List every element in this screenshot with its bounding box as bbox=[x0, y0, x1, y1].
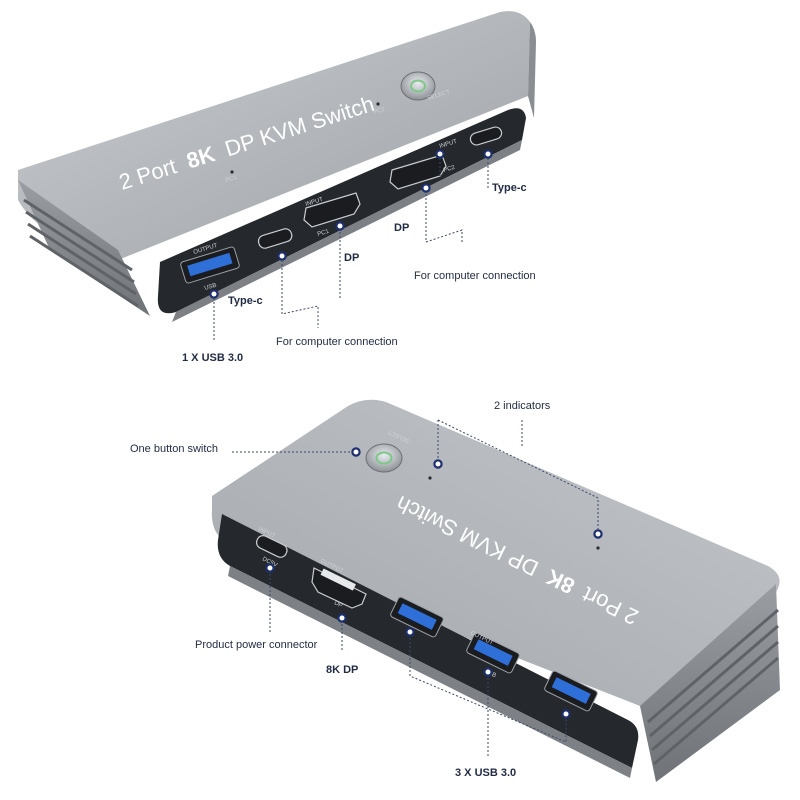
label-dp-left: DP bbox=[344, 252, 359, 264]
top-pc1-typec-port bbox=[257, 228, 293, 249]
top-pc1-input-tag: INPUT bbox=[305, 197, 324, 208]
top-pc2-indicator bbox=[376, 102, 380, 106]
bottom-select-button[interactable] bbox=[365, 443, 403, 473]
label-type-c-right: Type-c bbox=[492, 182, 527, 194]
top-callout-dots bbox=[209, 149, 493, 299]
top-device-right-side bbox=[528, 22, 536, 118]
label-type-c-left: Type-c bbox=[228, 295, 263, 307]
label-indicators: 2 indicators bbox=[494, 400, 551, 412]
bottom-pc2-indicator bbox=[428, 476, 432, 480]
dot-bottom-indicator-1 bbox=[593, 529, 603, 539]
bottom-usb-port-3 bbox=[544, 670, 598, 712]
bottom-usb-port-1 bbox=[390, 596, 444, 638]
bottom-callout-dots bbox=[265, 447, 603, 719]
dot-bottom-usb-1 bbox=[405, 627, 415, 637]
label-one-button: One button switch bbox=[130, 443, 218, 455]
dot-top-usb bbox=[209, 289, 219, 299]
top-callout-lines bbox=[213, 154, 489, 340]
top-pc2-label: PC2 bbox=[373, 107, 387, 116]
label-usb-three: 3 X USB 3.0 bbox=[455, 767, 516, 779]
label-for-computer-left: For computer connection bbox=[276, 336, 398, 348]
bottom-pc1-indicator bbox=[596, 546, 600, 550]
dot-top-dp-pc2-lower bbox=[421, 183, 431, 193]
label-usb-one: 1 X USB 3.0 bbox=[182, 352, 243, 364]
dot-bottom-button bbox=[351, 447, 361, 457]
top-pc1-tag: PC1 bbox=[317, 229, 331, 238]
top-device: 2 Port 8K DP KVM Switch SELECT PC2 PC1 O… bbox=[18, 11, 536, 322]
label-power-connector: Product power connector bbox=[195, 639, 318, 651]
dot-top-dp-pc2 bbox=[435, 149, 445, 159]
bottom-callout-lines bbox=[232, 419, 599, 756]
dot-top-typec-pc1 bbox=[277, 251, 287, 261]
dot-bottom-dc5v bbox=[265, 563, 275, 573]
dot-bottom-usb-2 bbox=[483, 667, 493, 677]
label-dp-8k: 8K DP bbox=[326, 664, 358, 676]
dot-bottom-usb-3 bbox=[561, 709, 571, 719]
dot-bottom-dp bbox=[337, 613, 347, 623]
top-pc1-label: PC1 bbox=[225, 175, 239, 184]
label-dp-right: DP bbox=[394, 222, 409, 234]
top-device-top-face bbox=[18, 11, 530, 260]
top-pc1-indicator bbox=[230, 170, 234, 174]
top-pc2-input-tag: INPUT bbox=[439, 139, 458, 150]
top-usb-tag: USB bbox=[204, 283, 218, 292]
bottom-dp-tag: DP bbox=[333, 600, 343, 609]
dot-top-typec-pc2 bbox=[483, 149, 493, 159]
top-pc1-dp-port: INPUT PC1 bbox=[303, 192, 361, 238]
dot-top-dp-pc1 bbox=[335, 221, 345, 231]
top-pc2-typec-port bbox=[469, 126, 503, 146]
bottom-device-top-face bbox=[211, 399, 780, 706]
dot-bottom-indicator-2 bbox=[433, 459, 443, 469]
top-device-vent-left bbox=[18, 180, 150, 316]
bottom-device: 2 Port 8K DP KVM Switch SELECT INPUT DC5… bbox=[211, 399, 780, 782]
label-for-computer-right: For computer connection bbox=[414, 270, 536, 282]
bottom-device-vent-right bbox=[640, 584, 780, 782]
top-pc2-tag: PC2 bbox=[443, 165, 457, 174]
top-select-button[interactable] bbox=[400, 71, 436, 101]
